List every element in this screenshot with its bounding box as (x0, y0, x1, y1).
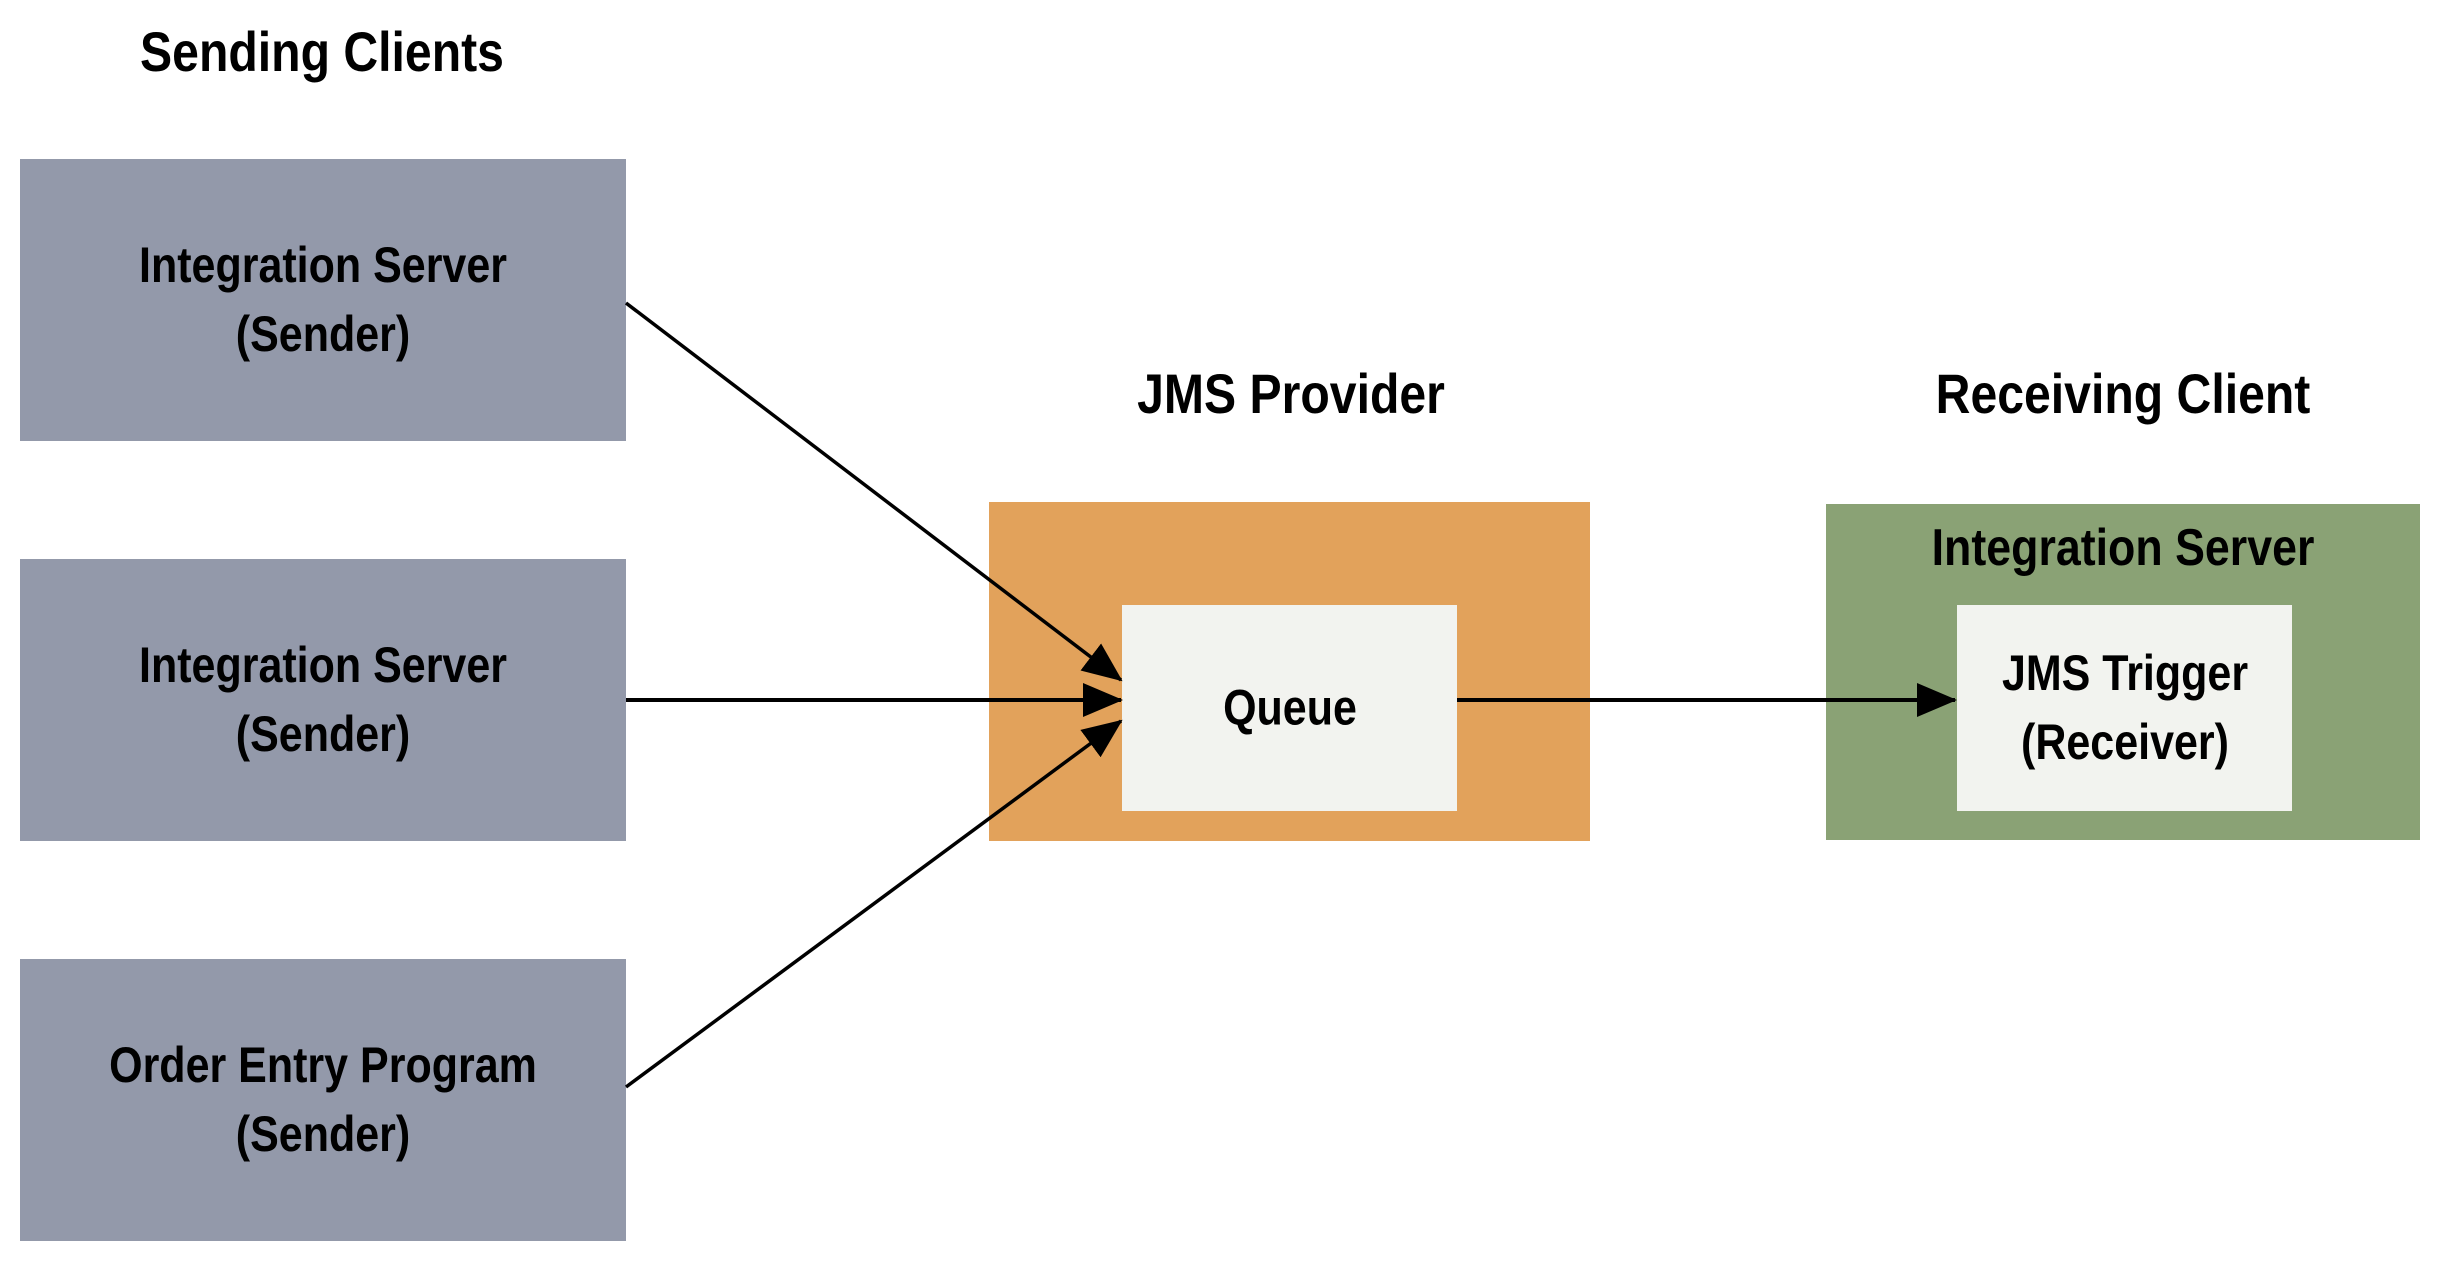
sender-name: Order Entry Program (109, 1037, 537, 1093)
sender-name: Integration Server (139, 237, 507, 293)
sender-role: (Sender) (235, 706, 411, 762)
sender-label: Integration Server (Sender) (139, 631, 507, 769)
sender-box-integration-server-1[interactable]: Integration Server (Sender) (20, 159, 626, 441)
jms-trigger-label: JMS Trigger (Receiver) (2001, 639, 2247, 777)
queue-label: Queue (1223, 674, 1357, 743)
sender-label: Integration Server (Sender) (139, 231, 507, 369)
sender-role: (Sender) (235, 306, 411, 362)
receiving-client-heading: Receiving Client (1935, 362, 2311, 425)
queue-name: Queue (1222, 679, 1357, 736)
sender-name: Integration Server (139, 637, 507, 693)
sender-role: (Sender) (235, 1106, 411, 1162)
sender-label: Order Entry Program (Sender) (109, 1031, 537, 1169)
queue-box[interactable]: Queue (1122, 605, 1457, 811)
jms-trigger-box[interactable]: JMS Trigger (Receiver) (1957, 605, 2292, 811)
jms-provider-heading: JMS Provider (1137, 362, 1445, 425)
sender-box-order-entry-program[interactable]: Order Entry Program (Sender) (20, 959, 626, 1241)
jms-trigger-name: JMS Trigger (2001, 645, 2248, 701)
sender-box-integration-server-2[interactable]: Integration Server (Sender) (20, 559, 626, 841)
sending-clients-heading: Sending Clients (140, 20, 504, 83)
jms-trigger-role: (Receiver) (2020, 714, 2229, 770)
receiver-integration-server-title: Integration Server (1931, 519, 2315, 577)
